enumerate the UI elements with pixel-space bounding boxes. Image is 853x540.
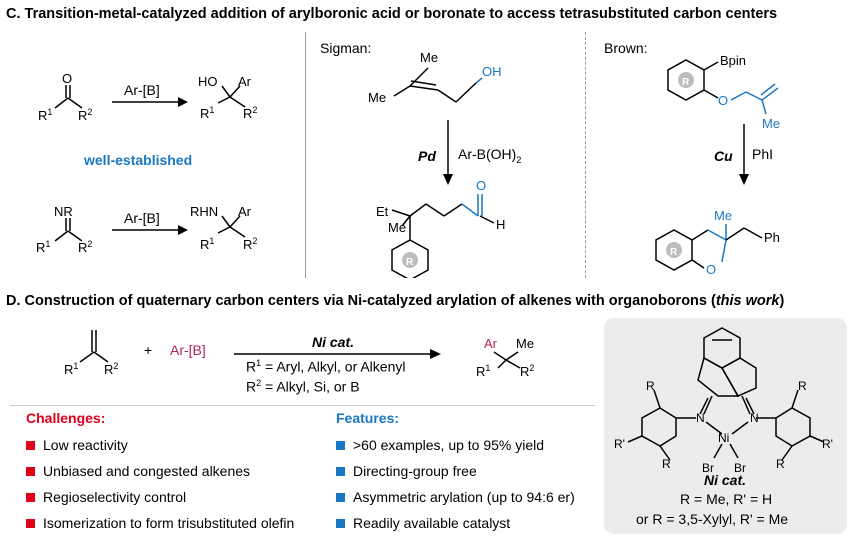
d-divider [10,405,595,406]
svg-text:R: R [776,457,785,471]
svg-text:R: R [670,247,678,258]
features-list: >60 examples, up to 95% yield Directing-… [336,432,575,536]
svg-text:Me: Me [420,50,438,65]
svg-text:Me: Me [516,336,534,351]
plus-sign: + [144,342,153,358]
catpanel-title: Ni cat. [704,472,747,488]
condition-r2: R2 = Alkyl, Si, or B [246,378,360,395]
svg-text:R2: R2 [78,107,92,123]
svg-text:Ar: Ar [238,74,252,89]
svg-text:R2: R2 [243,236,257,252]
svg-text:R': R' [822,437,833,451]
ni-catalyst-panel [604,318,847,534]
brown-scheme: R Bpin O Me R O Me Ph [655,53,780,277]
svg-text:HO: HO [198,74,218,89]
svg-text:Bpin: Bpin [720,53,746,68]
svg-text:R2: R2 [78,239,92,255]
red-bullet-icon [26,492,35,502]
svg-text:R1: R1 [36,239,50,255]
svg-text:R1: R1 [200,236,214,252]
svg-text:R1: R1 [38,107,52,123]
svg-text:R1: R1 [200,105,214,121]
svg-text:O: O [718,93,728,108]
svg-text:Me: Me [762,116,780,131]
ketone-oxygen: O [62,71,72,86]
section-d-title: D. Construction of quaternary carbon cen… [6,293,785,309]
list-item: >60 examples, up to 95% yield [336,432,575,458]
red-bullet-icon [26,466,35,476]
blue-bullet-icon [336,492,345,502]
list-item: Unbiased and congested alkenes [26,458,294,484]
svg-text:R2: R2 [243,105,257,121]
svg-text:H: H [496,217,505,232]
this-work-scheme: R1 R2 Ar Me R1 R2 [64,330,534,379]
svg-text:Me: Me [368,90,386,105]
brown-catalyst: Cu [714,148,733,164]
svg-text:R: R [682,77,690,88]
svg-text:R': R' [614,437,625,451]
svg-text:O: O [476,178,486,193]
reagent-arb-d: Ar-[B] [170,342,206,358]
reagent-arb-2: Ar-[B] [124,210,160,226]
list-item: Readily available catalyst [336,510,575,536]
ketone-structure [54,85,83,109]
svg-text:R2: R2 [520,363,534,379]
sigman-catalyst: Pd [418,148,436,164]
list-item: Isomerization to form trisubstituted ole… [26,510,294,536]
brown-reagent: PhI [752,146,774,162]
svg-text:Ar: Ar [238,204,252,219]
list-item: Low reactivity [26,432,294,458]
section-c-title: C. Transition-metal-catalyzed addition o… [6,6,778,22]
list-item: Asymmetric arylation (up to 94:6 er) [336,484,575,510]
svg-text:NR: NR [54,204,73,219]
svg-text:Ph: Ph [764,230,780,245]
svg-text:N: N [750,411,759,425]
divider-right [585,32,586,278]
svg-text:RHN: RHN [190,204,218,219]
svg-text:Me: Me [714,208,732,223]
svg-text:R1: R1 [476,363,490,379]
svg-text:Br: Br [702,461,714,475]
sigman-reagent: Ar-B(OH)2 [458,146,522,165]
condition-r1: R1 = Aryl, Alkyl, or Alkenyl [246,358,406,375]
svg-text:OH: OH [482,64,502,79]
reagent-arb-1: Ar-[B] [124,82,160,98]
svg-text:R2: R2 [104,361,118,377]
sigman-scheme: Me Me OH Et Me R O H [368,50,505,278]
list-item: Regioselectivity control [26,484,294,510]
svg-text:Br: Br [734,461,746,475]
svg-text:Et: Et [376,204,389,219]
catpanel-line2: or R = 3,5-Xylyl, R' = Me [636,511,789,527]
ni-catalyst-label: Ni cat. [312,334,355,350]
divider-left [305,32,306,278]
svg-text:R: R [798,379,807,393]
red-bullet-icon [26,518,35,528]
blue-bullet-icon [336,466,345,476]
svg-text:R: R [662,457,671,471]
challenges-title: Challenges: [26,410,106,426]
svg-text:N: N [696,411,705,425]
blue-bullet-icon [336,518,345,528]
well-established-label: well-established [84,152,193,168]
blue-bullet-icon [336,440,345,450]
svg-text:R1: R1 [64,361,78,377]
sigman-label: Sigman: [320,40,372,56]
ketone-imine-scheme: O R1 R2 HO Ar R1 R2 NR R1 R2 RHN Ar R1 R… [36,71,257,255]
svg-text:R: R [646,379,655,393]
challenges-list: Low reactivity Unbiased and congested al… [26,432,294,536]
red-bullet-icon [26,440,35,450]
svg-text:O: O [706,262,716,277]
catpanel-line1: R = Me, R' = H [680,491,773,507]
svg-text:R: R [406,257,414,268]
svg-text:Ar: Ar [484,336,498,351]
svg-text:Me: Me [388,220,406,235]
features-title: Features: [336,410,400,426]
list-item: Directing-group free [336,458,575,484]
brown-label: Brown: [604,40,648,56]
svg-text:Ni: Ni [718,431,729,445]
ni-catalyst-structure: N N Ni Br Br R R R R R' R' [614,327,833,475]
